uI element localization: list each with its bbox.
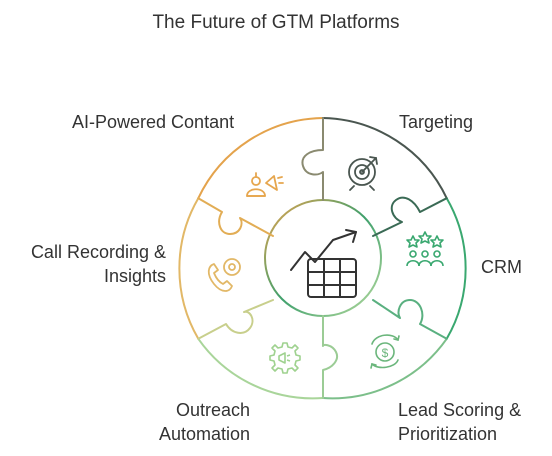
label-ai-content: AI-Powered Contant [72, 110, 234, 134]
label-lead-scoring: Lead Scoring & Prioritization [398, 398, 521, 446]
label-text: CRM [481, 257, 522, 277]
arc-targeting [322, 117, 448, 200]
divider-lower-left [197, 299, 274, 340]
arc-ai-content [197, 117, 324, 200]
gear-megaphone-icon [269, 342, 301, 374]
label-text-line2: Insights [103, 266, 166, 286]
label-text-line1: Call Recording & [30, 242, 166, 262]
label-text-line1: Lead Scoring & [398, 400, 522, 420]
customer-rating-icon [406, 231, 444, 267]
label-text-line2: Prioritization [398, 424, 498, 444]
label-text: AI-Powered Contant [72, 112, 235, 132]
label-text-line1: Outreach [175, 400, 250, 420]
arc-lead-scoring [322, 337, 448, 400]
puzzle-dividers [197, 117, 448, 399]
outer-ring [178, 117, 467, 400]
divider-top [301, 117, 324, 201]
target-icon [348, 156, 378, 191]
divider-upper-right [372, 196, 448, 237]
arc-crm [445, 197, 467, 340]
divider-upper-left [197, 197, 274, 237]
phone-recording-icon [207, 258, 241, 292]
diagram-title: The Future of GTM Platforms [152, 12, 400, 33]
growth-chart-table-icon [290, 229, 357, 298]
robot-megaphone-icon [246, 172, 284, 197]
label-text: Targeting [399, 112, 474, 132]
money-cycle-icon: $ [370, 334, 400, 369]
label-outreach: Outreach Automation [159, 398, 250, 446]
divider-bottom [322, 315, 338, 399]
label-text-line2: Automation [158, 424, 250, 444]
svg-text:$: $ [382, 346, 389, 360]
arc-call-recording [178, 197, 200, 340]
label-targeting: Targeting [399, 110, 473, 134]
label-crm: CRM [481, 255, 522, 279]
label-call-recording: Call Recording & Insights [31, 240, 166, 288]
divider-lower-right [372, 299, 448, 340]
arc-outreach [197, 337, 324, 400]
